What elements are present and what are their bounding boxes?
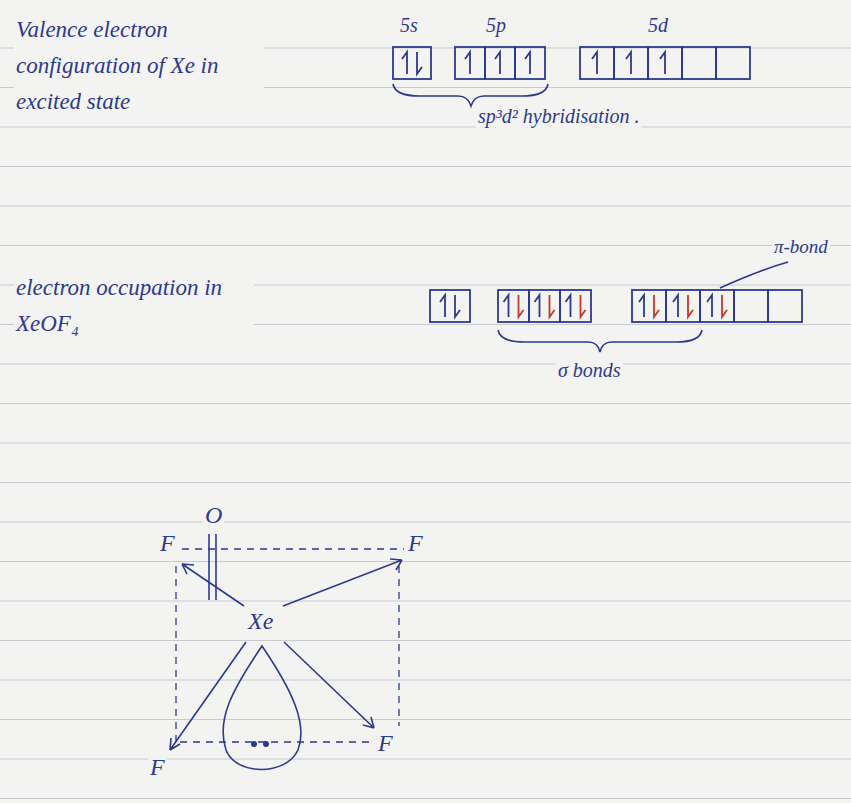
- electron-arrow: [654, 295, 659, 317]
- atom-label: F: [158, 528, 177, 558]
- sigma-brace: [498, 330, 702, 352]
- ruled-line: [0, 443, 851, 444]
- ruled-line: [0, 522, 851, 523]
- ruled-lines: [0, 48, 851, 799]
- electron-arrow: [673, 295, 678, 317]
- ruled-line: [0, 403, 851, 404]
- orbital-box: [614, 47, 648, 79]
- orbital-box: [768, 290, 802, 322]
- subshell-label: 5d: [646, 12, 670, 38]
- orbital-box: [716, 47, 750, 79]
- orbital-box: [560, 290, 591, 322]
- bond-arrow: [170, 642, 246, 750]
- electron-arrow: [402, 52, 407, 74]
- hybridisation-label: sp³d² hybridisation .: [476, 102, 641, 130]
- atom-label: Xe: [246, 606, 275, 636]
- orbital-box: [455, 47, 485, 79]
- pi-leader-line: [720, 262, 788, 288]
- electron-arrow: [592, 52, 597, 74]
- orbital-box: [393, 47, 431, 79]
- ruled-line: [0, 245, 851, 246]
- orbital-box: [529, 290, 560, 322]
- atom-label: O: [203, 500, 224, 530]
- electron-arrow: [455, 295, 460, 317]
- electron-arrow: [535, 295, 540, 317]
- atom-label: F: [406, 528, 425, 558]
- ruled-line: [0, 719, 851, 720]
- atom-label: F: [376, 728, 395, 758]
- ruled-line: [0, 680, 851, 681]
- electron-arrow: [519, 295, 524, 317]
- electron-arrow: [707, 295, 712, 317]
- electron-arrow: [566, 295, 571, 317]
- electron-arrow: [465, 52, 470, 74]
- square-plane: [176, 549, 404, 745]
- orbital-box: [430, 290, 470, 322]
- electron-arrow: [504, 295, 509, 317]
- xeof4-structure: [170, 534, 404, 770]
- braces: [393, 84, 788, 352]
- ruled-line: [0, 127, 851, 128]
- heading-note: Valence electron configuration of Xe in …: [14, 12, 264, 120]
- electron-arrow: [722, 295, 727, 317]
- ruled-line: [0, 759, 851, 760]
- subshell-label: 5p: [484, 12, 508, 38]
- orbital-box: [580, 47, 614, 79]
- orbital-box: [682, 47, 716, 79]
- atom-label: F: [148, 752, 167, 782]
- electron-arrow: [417, 52, 422, 74]
- lone-pair-lobe: [223, 646, 301, 770]
- ruled-line: [0, 166, 851, 167]
- double-bond: [208, 534, 210, 600]
- electron-arrow: [550, 295, 555, 317]
- electron-arrow: [440, 295, 445, 317]
- electron-arrow: [525, 52, 530, 74]
- electron-arrow: [660, 52, 665, 74]
- ruled-line: [0, 364, 851, 365]
- heading-note: electron occupation in XeOF₄: [14, 270, 254, 342]
- orbital-box: [734, 290, 768, 322]
- bond-arrow: [283, 559, 402, 606]
- orbital-box: [648, 47, 682, 79]
- orbital-box: [666, 290, 700, 322]
- orbital-box: [485, 47, 515, 79]
- ruled-line: [0, 206, 851, 207]
- subshell-label: 5s: [398, 12, 420, 38]
- orbital-box: [632, 290, 666, 322]
- bond-arrow: [182, 564, 244, 606]
- bond-arrow: [284, 642, 374, 728]
- ruled-line: [0, 561, 851, 562]
- orbital-box: [498, 290, 529, 322]
- lone-pair-dot: [264, 742, 268, 746]
- double-bond: [215, 534, 217, 600]
- bond-label: σ bonds: [556, 356, 623, 384]
- electron-arrow: [495, 52, 500, 74]
- electron-arrow: [639, 295, 644, 317]
- orbital-box: [515, 47, 545, 79]
- ruled-line: [0, 601, 851, 602]
- ruled-line: [0, 640, 851, 641]
- electron-arrow: [688, 295, 693, 317]
- orbital-box: [700, 290, 734, 322]
- electron-arrow: [626, 52, 631, 74]
- orbital-boxes: [393, 47, 802, 322]
- ruled-line: [0, 798, 851, 799]
- bond-label: π-bond: [772, 234, 830, 260]
- lone-pair-dot: [252, 742, 256, 746]
- electron-arrow: [581, 295, 586, 317]
- ruled-line: [0, 482, 851, 483]
